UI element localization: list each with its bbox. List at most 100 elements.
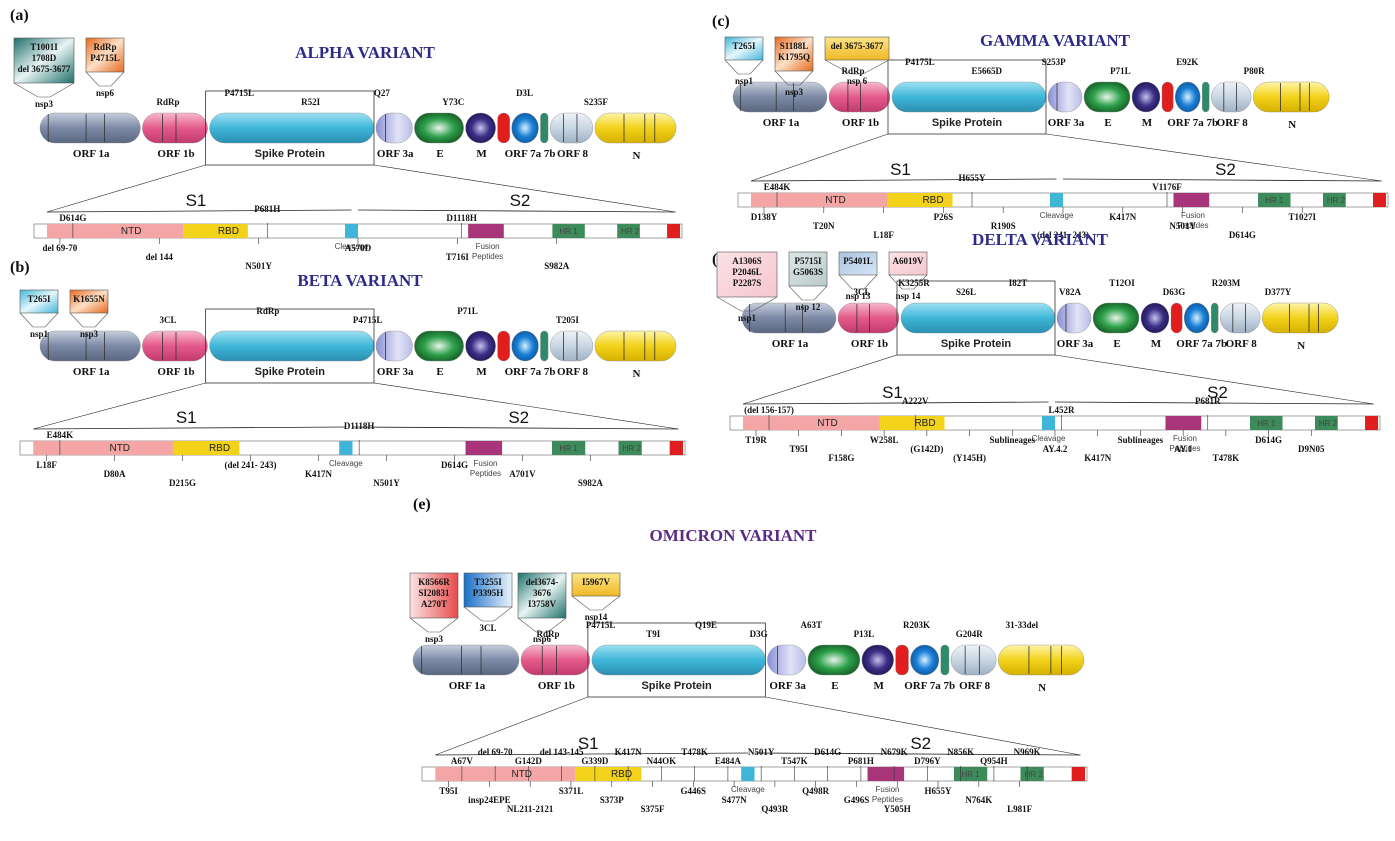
hr2-label: HR 2 [1319,419,1338,428]
spike-mutation-label: Q493R [761,804,789,814]
nsp-label: nsp3 [425,634,444,644]
ntd-domain [46,224,184,238]
e-label: E [1113,338,1120,350]
callout-text: 1708D [32,53,57,63]
callout-text: I5967V [582,577,611,587]
cleavage-domain [345,224,358,238]
nsp-label: nsp 12 [796,302,821,312]
spike-segment [591,644,766,676]
orf7b-segment [540,330,549,362]
spike-mutation-label: E484K [764,182,791,192]
cleavage-label: Cleavage [731,785,765,794]
ntd-label: NTD [817,418,838,429]
ntd-label: NTD [109,443,130,454]
spike-connector [33,382,206,430]
orf3a-segment [767,644,807,676]
callout-text: P2287S [733,278,762,288]
fusion-domain [1165,416,1202,430]
spike-mutation-label: P681H [254,204,280,214]
spike-frame [205,308,375,384]
spike-mutation-label: D614G [59,213,86,223]
orf3a-label: ORF 3a [1048,117,1085,129]
variant-title: OMICRON VARIANT [649,526,817,545]
gene-mutation-label: I82T [1009,278,1028,288]
spike-mutation-label: T478K [1213,453,1240,463]
spike-mutation-label: Sublineages [1118,435,1164,445]
peptides-label: Peptides [872,795,903,804]
spike-mutation-label: H655Y [959,173,987,183]
hr1-domain [954,767,988,781]
n-label: N [633,150,641,162]
spike-mutation-label: G446S [681,786,707,796]
orf7a-segment [910,644,940,676]
fusion-domain [468,224,504,238]
spike-mutation-label: AY.4.2 [1043,444,1068,454]
gene-mutation-label: V82A [1059,287,1081,297]
callout-box [13,37,75,84]
n-label: N [1038,682,1046,694]
panel-letter: (b) [10,259,30,276]
orf1b-label: ORF 1b [157,366,194,378]
spike-mutation-label: D1118H [446,213,477,223]
orf1a-segment [39,330,141,362]
spike-mutation-label: P26S [934,212,954,222]
orf8-segment [1210,81,1252,113]
mutation-callout: T265I nsp1 [19,289,59,339]
spike-mutation-label: H655Y [925,786,953,796]
n-label: N [1288,119,1296,131]
peptides-label: Peptides [1169,444,1200,453]
s1-label: S1 [176,408,197,427]
hr2-label: HR 2 [1327,196,1346,205]
fusion-label: Fusion [1173,434,1197,443]
m-label: M [476,148,487,160]
spike-mutation-label: K417N [615,747,643,757]
hr2-label: HR 2 [1025,770,1044,779]
red-segment [497,330,510,362]
spike-mutation-label: AY.1 [1174,444,1193,454]
spike-mutation-label: (del 241- 243) [1037,230,1089,240]
ntd-label: NTD [825,195,846,206]
spike-segment [891,81,1047,113]
spike-mutation-label: N969K [1014,747,1041,757]
spike-mutation-label: del 69-70 [43,243,78,253]
hr2-label: HR 2 [623,444,642,453]
callout-text: T265I [27,294,51,304]
spike-mutation-label: G496S [844,795,870,805]
spike-segment [900,302,1056,334]
spike-mutation-label: D1118H [344,421,375,431]
spike-label: Spike Protein [941,338,1012,350]
callout-text: T265I [732,41,756,51]
m-segment [1131,81,1161,113]
spike-mutation-label: E484K [47,430,74,440]
spike-mutation-label: L452R [1048,405,1075,415]
orf8-label: ORF 8 [557,148,589,160]
hr2-label: HR 2 [621,227,640,236]
ntd-domain [743,416,880,430]
callout-text: A1306S [732,256,762,266]
orf7b-segment [1201,81,1210,113]
variant-title: DELTA VARIANT [972,230,1109,249]
orf1a-segment [732,81,828,113]
red-segment [497,112,510,144]
gene-mutation-label: E92K [1176,57,1198,67]
s2-label: S2 [510,191,531,210]
red-segment [1170,302,1183,334]
nsp-label: nsp6 [96,88,115,98]
gene-mutation-label: D3L [516,88,533,98]
nsp-label: nsp3 [80,329,99,339]
spike-mutation-label: T547K [781,756,808,766]
nsp-label: nsp1 [30,329,49,339]
spike-mutation-label: NL211-2121 [507,804,554,814]
spike-mutation-label: S373P [600,795,625,805]
callout-tail [517,617,567,633]
callout-text: T1001I [30,42,58,52]
orf7a-segment [1174,81,1201,113]
gene-mutation-label: RdRp [841,66,864,76]
gene-mutation-label: RdRp [156,97,179,107]
callout-text: S1188L [780,41,809,51]
